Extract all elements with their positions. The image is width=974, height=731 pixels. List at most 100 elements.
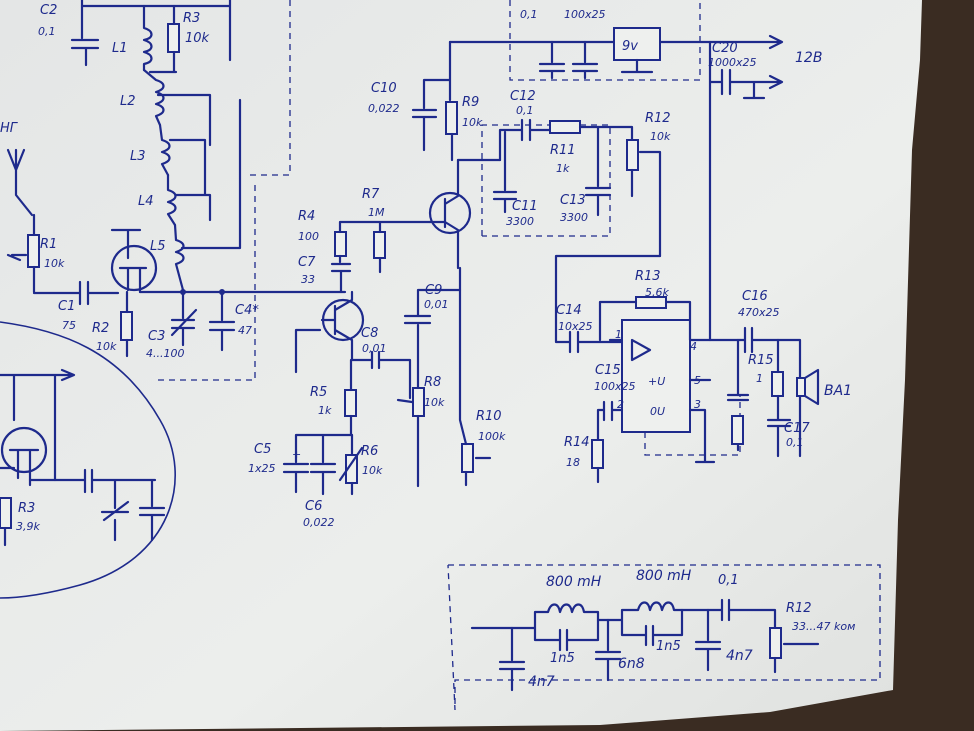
label-c6: C6 [305, 499, 322, 514]
c5-plus: + [292, 448, 301, 461]
label-r7: R7 [362, 187, 380, 202]
label-l4: L4 [138, 194, 154, 209]
label-l1: L1 [112, 41, 128, 56]
label-r5: R5 [310, 385, 327, 400]
label-c5: C5 [254, 442, 271, 457]
r12-potentiometer [626, 139, 639, 171]
label-r13: R13 [635, 269, 661, 284]
label-l2: L2 [120, 94, 136, 109]
label-filter-c4: 4n7 [528, 674, 555, 690]
label-ind2: 800 mH [636, 568, 692, 584]
label-c18-value: 0,1 [520, 8, 538, 21]
label-r4-value: 100 [298, 230, 319, 243]
label-c20: C20 [712, 41, 738, 56]
label-c19-value: 100x25 [564, 8, 606, 21]
label-c12: C12 [510, 89, 536, 104]
label-c10-value: 0,022 [368, 102, 400, 115]
filter-section: 800 mH 800 mH 1n5 1n5 6n8 4n7 4n7 0,1 R1… [447, 564, 881, 711]
label-filter-c3: 6n8 [618, 656, 645, 672]
amplifier-ic [621, 319, 691, 433]
label-r12: R12 [645, 111, 671, 126]
label-r12b-value: 33...47 kом [792, 620, 855, 633]
label-c7-value: 33 [301, 273, 315, 286]
r15b-resistor [731, 415, 744, 445]
label-c12-value: 0,1 [516, 104, 534, 117]
label-c13: C13 [560, 193, 586, 208]
label-r3b-value: 3,9k [16, 520, 40, 533]
r9-resistor [445, 101, 458, 135]
label-l5: L5 [150, 239, 166, 254]
label-r14: R14 [564, 435, 590, 450]
label-r9: R9 [462, 95, 479, 110]
r15-resistor [771, 371, 784, 397]
r8-potentiometer [412, 387, 425, 417]
label-r9-value: 10k [462, 116, 483, 129]
label-c17-value: 0,1 [786, 436, 804, 449]
label-c2: C2 [40, 3, 57, 18]
r3b-resistor [0, 497, 12, 529]
label-r8: R8 [424, 375, 441, 390]
q3-transistor [428, 191, 472, 235]
q1-transistor [110, 244, 158, 292]
label-c9-value: 0,01 [424, 298, 449, 311]
r7-resistor [373, 231, 386, 259]
r5-resistor [344, 389, 357, 417]
label-r14-value: 18 [566, 456, 580, 469]
label-r6: R6 [361, 444, 378, 459]
label-c20-value: 1000x25 [708, 56, 757, 69]
label-pin3: 3 [694, 398, 701, 411]
label-r15: R15 [748, 353, 774, 368]
r12b-potentiometer [769, 627, 782, 659]
r2-resistor [120, 311, 133, 341]
label-c1-value: 75 [62, 319, 76, 332]
label-c5-value: 1x25 [248, 462, 276, 475]
label-r5-value: 1k [318, 404, 332, 417]
label-c16: C16 [742, 289, 768, 304]
label-c13-value: 3300 [560, 211, 588, 224]
label-r3: R3 [183, 11, 200, 26]
label-nt: НГ [0, 121, 19, 136]
label-c2-value: 0,1 [38, 25, 56, 38]
label-r12-value: 10k [650, 130, 671, 143]
label-c16-value: 470x25 [738, 306, 780, 319]
label-plus-u: +U [648, 375, 665, 388]
label-zero-u: 0U [650, 405, 665, 418]
label-filter-c1: 1n5 [550, 651, 575, 666]
label-r11: R11 [550, 143, 576, 158]
label-pin4: 4 [690, 340, 697, 353]
power-section: 9v 0,1 100x25 C20 1000x25 12B [448, 0, 822, 342]
r10-potentiometer [461, 443, 474, 473]
label-c1: C1 [58, 299, 75, 314]
label-c8-value: 0,01 [362, 342, 387, 355]
q-variant-transistor [0, 426, 48, 474]
label-r13-value: 5,6k [645, 286, 669, 299]
r4-resistor [334, 231, 347, 257]
r1-resistor [27, 234, 40, 268]
label-c15-value: 100x25 [594, 380, 636, 393]
r3-resistor [167, 23, 180, 53]
label-c8: C8 [361, 326, 378, 341]
label-r15-value: 1 [756, 372, 763, 385]
label-r11-value: 1k [556, 162, 570, 175]
amplifier-section: +U 0U 1 2 3 4 5 R13 5,6k C14 10x25 C15 1… [554, 254, 852, 484]
label-filter-c5: 4n7 [726, 648, 753, 664]
r11-resistor [549, 120, 581, 134]
label-r4: R4 [298, 209, 315, 224]
r14-resistor [591, 439, 604, 469]
label-r7-value: 1M [368, 206, 385, 219]
label-r8-value: 10k [424, 396, 445, 409]
label-c7: C7 [298, 255, 316, 270]
label-r3b: R3 [18, 501, 35, 516]
label-c3-value: 4...100 [146, 347, 184, 360]
label-r1: R1 [40, 237, 57, 252]
label-r3-value: 10k [185, 31, 210, 46]
label-regulator: 9v [622, 39, 638, 54]
label-c4: C4* [235, 303, 259, 318]
speaker-ba1 [796, 377, 806, 397]
label-r1-value: 10k [44, 257, 65, 270]
label-pin1: 1 [615, 328, 622, 341]
label-c15: C15 [595, 363, 621, 378]
label-filter-c6: 0,1 [718, 573, 739, 588]
label-c11: C11 [512, 199, 538, 214]
